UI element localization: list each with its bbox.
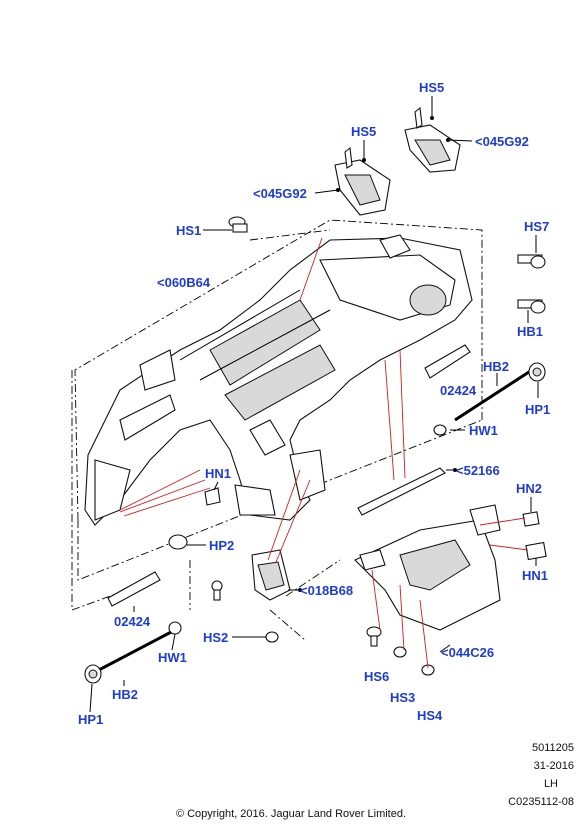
diagram-date-code: 31-2016 <box>533 760 574 772</box>
clip-hn1-right <box>525 541 547 561</box>
callout-hp1-left: HP1 <box>78 712 103 727</box>
callout-060b64: <060B64 <box>157 275 211 290</box>
screw-hs2-upper <box>211 580 223 601</box>
diagram-side: LH <box>543 778 558 790</box>
callout-hs7: HS7 <box>524 219 549 234</box>
bracket-upper-left <box>334 146 391 216</box>
pad-02424-left <box>107 571 161 607</box>
diagram-reference: C0235112-08 <box>508 796 574 808</box>
clip-hn1-left <box>204 487 221 506</box>
assembly-boundary <box>71 219 483 641</box>
screw-hs2-lower <box>265 631 279 643</box>
clip-hn2 <box>522 511 540 527</box>
bolt-hs7 <box>517 254 546 269</box>
callout-hp1-right: HP1 <box>525 402 550 417</box>
callout-02424-right: 02424 <box>440 383 477 398</box>
callout-labels: HS5 <045G92 HS5 <045G92 HS1 HS7 <060B64 … <box>78 80 550 727</box>
bolt-hb1 <box>517 299 546 314</box>
strut-52166 <box>357 467 446 516</box>
callout-hb2-right: HB2 <box>483 359 509 374</box>
callout-hw1-left: HW1 <box>158 650 187 665</box>
callout-hs2: HS2 <box>203 630 228 645</box>
callout-hw1-right: HW1 <box>469 423 498 438</box>
callout-018b68: <018B68 <box>300 583 353 598</box>
callout-hn2: HN2 <box>516 481 542 496</box>
callout-hs5-top: HS5 <box>419 80 444 95</box>
callout-52166: <52166 <box>456 463 500 478</box>
cross-car-beam <box>84 234 473 526</box>
callout-hn1-left: HN1 <box>205 466 231 481</box>
bolt-hb2-left <box>84 628 176 684</box>
callout-hs1: HS1 <box>176 223 201 238</box>
washer-hw1-left <box>168 621 182 635</box>
center-bracket-assembly <box>354 504 501 631</box>
bracket-upper-right <box>404 106 461 173</box>
callout-hp2: HP2 <box>209 538 234 553</box>
callout-044c26: <044C26 <box>441 645 494 660</box>
screws-hs6-hs3-hs4 <box>366 626 435 676</box>
callout-hn1-right: HN1 <box>522 568 548 583</box>
diagram-number: 5011205 <box>531 742 574 754</box>
reference-lines <box>119 237 529 669</box>
bolt-hb2-right <box>454 362 546 422</box>
washer-hw1-right <box>433 424 447 436</box>
callout-045g92-right: <045G92 <box>475 134 529 149</box>
screw-hp2 <box>168 534 188 550</box>
callout-hs4: HS4 <box>417 708 443 723</box>
callout-hs3: HS3 <box>390 690 415 705</box>
callout-hb2-left: HB2 <box>112 687 138 702</box>
callout-hb1-right: HB1 <box>517 324 543 339</box>
callout-045g92-left: <045G92 <box>253 186 307 201</box>
callout-leaders <box>89 96 539 713</box>
callout-hs5-mid: HS5 <box>351 124 376 139</box>
screw-hs1 <box>228 216 248 233</box>
copyright-notice: © Copyright, 2016. Jaguar Land Rover Lim… <box>175 808 407 820</box>
callout-02424-left: 02424 <box>114 614 151 629</box>
bracket-018b68 <box>251 549 291 601</box>
callout-hs6: HS6 <box>364 669 389 684</box>
pad-02424-right <box>424 344 471 379</box>
